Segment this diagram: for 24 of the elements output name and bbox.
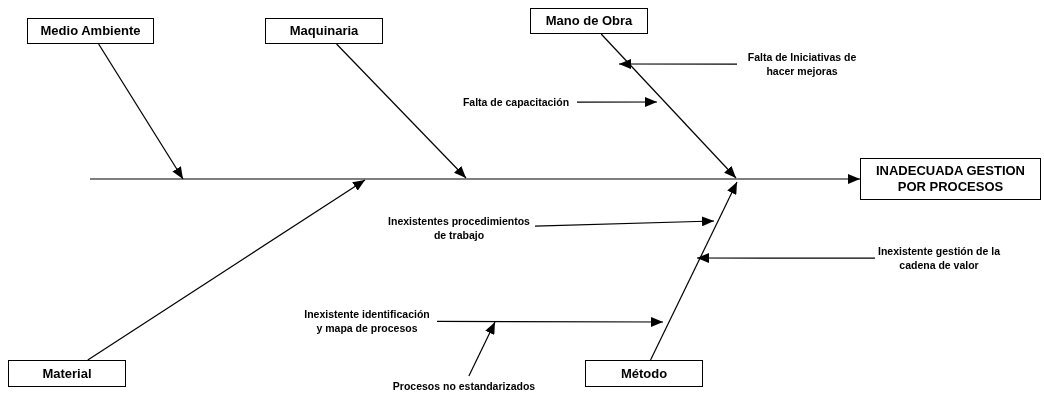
arrow	[618, 59, 738, 69]
effect-box: INADECUADA GESTION POR PROCESOS	[860, 158, 1041, 200]
arrow	[468, 321, 496, 377]
cause-box: Método	[585, 360, 703, 387]
cause-text: Falta de capacitación	[458, 95, 574, 110]
arrow	[576, 97, 658, 107]
arrow	[600, 33, 737, 179]
arrow	[534, 216, 715, 227]
cause-text: Inexistentes procedimientos de trabajo	[386, 214, 532, 243]
cause-box: Mano de Obra	[530, 8, 648, 34]
arrow	[649, 181, 738, 361]
cause-box: Material	[8, 360, 126, 387]
cause-text: Procesos no estandarizados	[372, 379, 556, 394]
arrow	[98, 43, 184, 180]
cause-box: Maquinaria	[265, 18, 383, 44]
cause-text: Inexistente identificación y mapa de procesos	[300, 307, 434, 336]
cause-text: Inexistente gestión de la cadena de valor	[878, 244, 1000, 273]
cause-text: Falta de Iniciativas de hacer mejoras	[740, 50, 864, 79]
arrow	[87, 179, 366, 361]
arrow	[436, 316, 664, 327]
arrow	[335, 43, 467, 179]
arrow	[696, 253, 876, 263]
arrow	[89, 174, 861, 184]
cause-box: Medio Ambiente	[27, 18, 154, 44]
